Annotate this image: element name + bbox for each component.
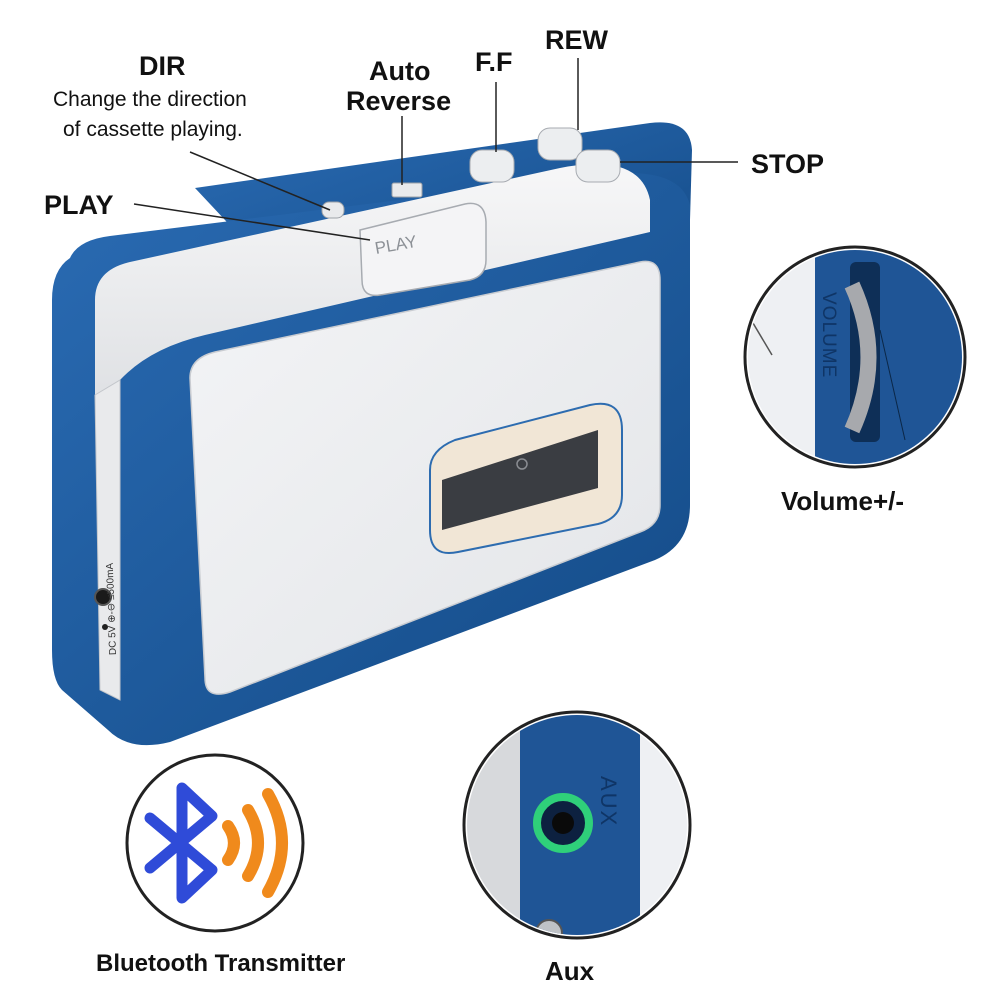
volume-inset: VOLUME (743, 245, 967, 469)
bluetooth-icon (144, 782, 218, 904)
stop-callout: STOP (751, 149, 825, 179)
bluetooth-caption: Bluetooth Transmitter (96, 950, 346, 977)
dir-callout-title: DIR (139, 51, 186, 81)
cassette-logo-mark (516, 458, 528, 470)
play-leader (133, 203, 371, 241)
play-callout: PLAY (44, 190, 114, 220)
auto-reverse-callout-2: Reverse (346, 86, 452, 116)
auto-reverse-switch[interactable] (391, 182, 423, 198)
ff-callout: F.F (475, 47, 513, 77)
rew-button[interactable] (537, 127, 583, 161)
side-power-text: DC 5V ⊕-⊖ ≤500mA (105, 562, 119, 655)
dir-switch[interactable] (321, 201, 345, 219)
rew-callout: REW (545, 25, 608, 55)
volume-caption: Volume+/- (781, 486, 905, 516)
dir-callout-desc-1: Change the direction (53, 88, 247, 111)
play-key (359, 202, 487, 297)
stop-button[interactable] (575, 149, 621, 183)
volume-engraving: VOLUME (818, 292, 839, 378)
aux-engraving: AUX (596, 776, 621, 827)
aux-inset: AUX (462, 710, 692, 940)
dir-leader (189, 151, 331, 211)
aux-caption: Aux (545, 956, 595, 986)
bluetooth-inset (125, 753, 305, 933)
auto-reverse-callout-1: Auto (369, 56, 431, 86)
device-front-panel (189, 260, 661, 695)
dc-power-jack (94, 588, 112, 606)
cassette-window-glass (442, 430, 598, 530)
dir-callout-desc-2: of cassette playing. (63, 118, 243, 141)
led-indicator (102, 624, 108, 630)
ff-button[interactable] (469, 149, 515, 183)
wireless-waves-icon (222, 788, 288, 898)
